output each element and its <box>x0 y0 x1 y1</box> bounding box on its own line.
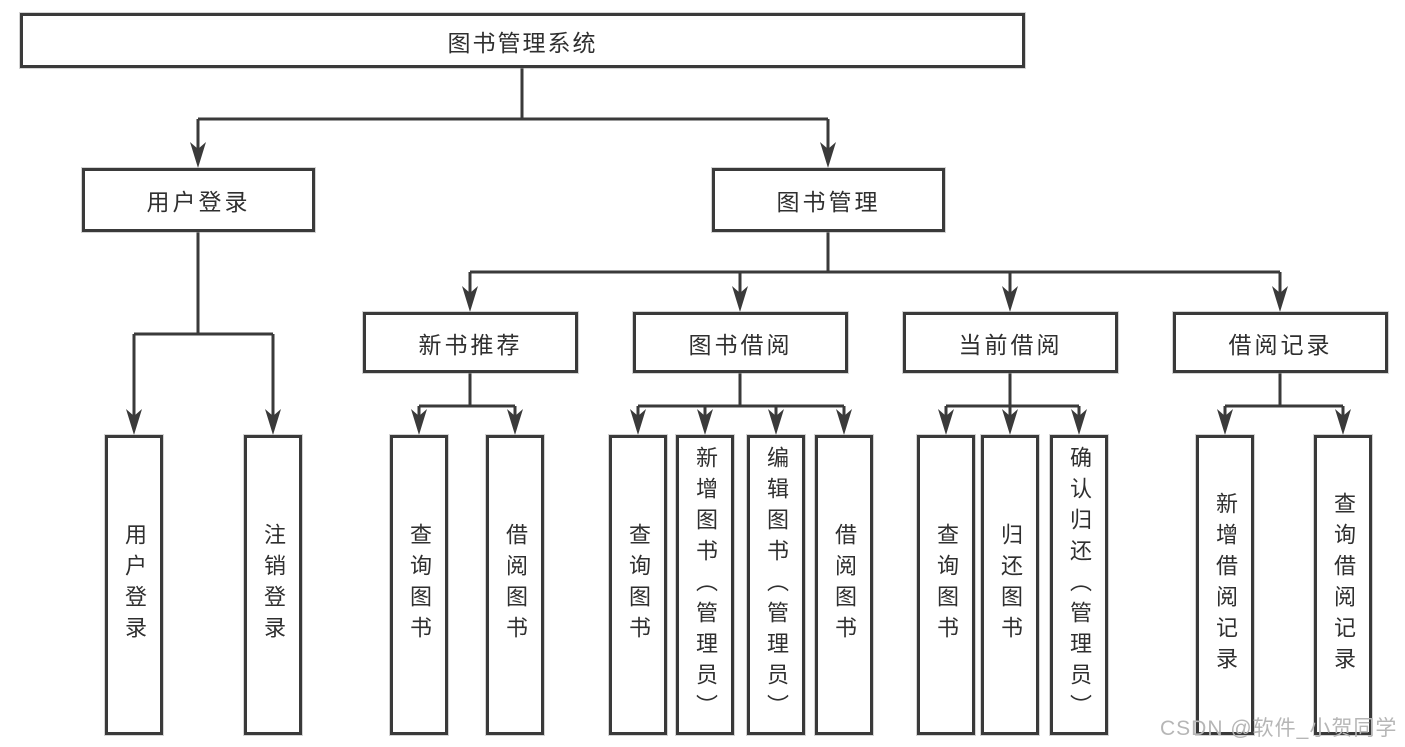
leaf-add-book-admin: 新增图书（管理员） <box>676 435 734 735</box>
csdn-watermark: CSDN @软件_小贺同学 <box>1160 717 1398 740</box>
leaf-confirm-return-admin: 确认归还（管理员） <box>1050 435 1108 735</box>
node-label: 查询借阅记录 <box>1331 492 1356 678</box>
node-user-login: 用户登录 <box>82 168 315 232</box>
node-label: 新增图书（管理员） <box>693 445 718 725</box>
node-label: 图书借阅 <box>688 331 793 358</box>
leaf-return-book: 归还图书 <box>981 435 1039 735</box>
node-label: 新增借阅记录 <box>1213 492 1238 678</box>
node-label: 用户登录 <box>122 523 147 647</box>
node-book-management: 图书管理 <box>712 168 945 232</box>
node-new-book-recommend: 新书推荐 <box>363 312 578 373</box>
leaf-query-book-2: 查询图书 <box>609 435 667 735</box>
node-label: 图书管理 <box>776 189 881 215</box>
node-label: 注销登录 <box>261 523 286 647</box>
leaf-query-borrow-record: 查询借阅记录 <box>1314 435 1372 735</box>
node-label: 查询图书 <box>934 523 959 647</box>
node-label: 当前借阅 <box>958 331 1063 358</box>
leaf-logout: 注销登录 <box>244 435 302 735</box>
node-book-borrow: 图书借阅 <box>633 312 848 373</box>
node-root-system: 图书管理系统 <box>20 13 1025 68</box>
node-label: 借阅图书 <box>832 523 857 647</box>
leaf-query-book-3: 查询图书 <box>917 435 975 735</box>
node-current-borrow: 当前借阅 <box>903 312 1118 373</box>
node-label: 用户登录 <box>146 189 251 215</box>
leaf-borrow-book-1: 借阅图书 <box>486 435 544 735</box>
node-label: 确认归还（管理员） <box>1067 445 1092 725</box>
leaf-edit-book-admin: 编辑图书（管理员） <box>747 435 805 735</box>
node-label: 借阅记录 <box>1228 331 1333 358</box>
leaf-add-borrow-record: 新增借阅记录 <box>1196 435 1254 735</box>
leaf-borrow-book-2: 借阅图书 <box>815 435 873 735</box>
leaf-user-login: 用户登录 <box>105 435 163 735</box>
node-label: 编辑图书（管理员） <box>764 445 789 725</box>
node-label: 图书管理系统 <box>447 29 598 56</box>
node-label: 查询图书 <box>626 523 651 647</box>
node-label: 新书推荐 <box>418 331 523 358</box>
node-borrow-records: 借阅记录 <box>1173 312 1388 373</box>
node-label: 归还图书 <box>998 523 1023 647</box>
node-label: 借阅图书 <box>503 523 528 647</box>
leaf-query-book-1: 查询图书 <box>390 435 448 735</box>
node-label: 查询图书 <box>407 523 432 647</box>
